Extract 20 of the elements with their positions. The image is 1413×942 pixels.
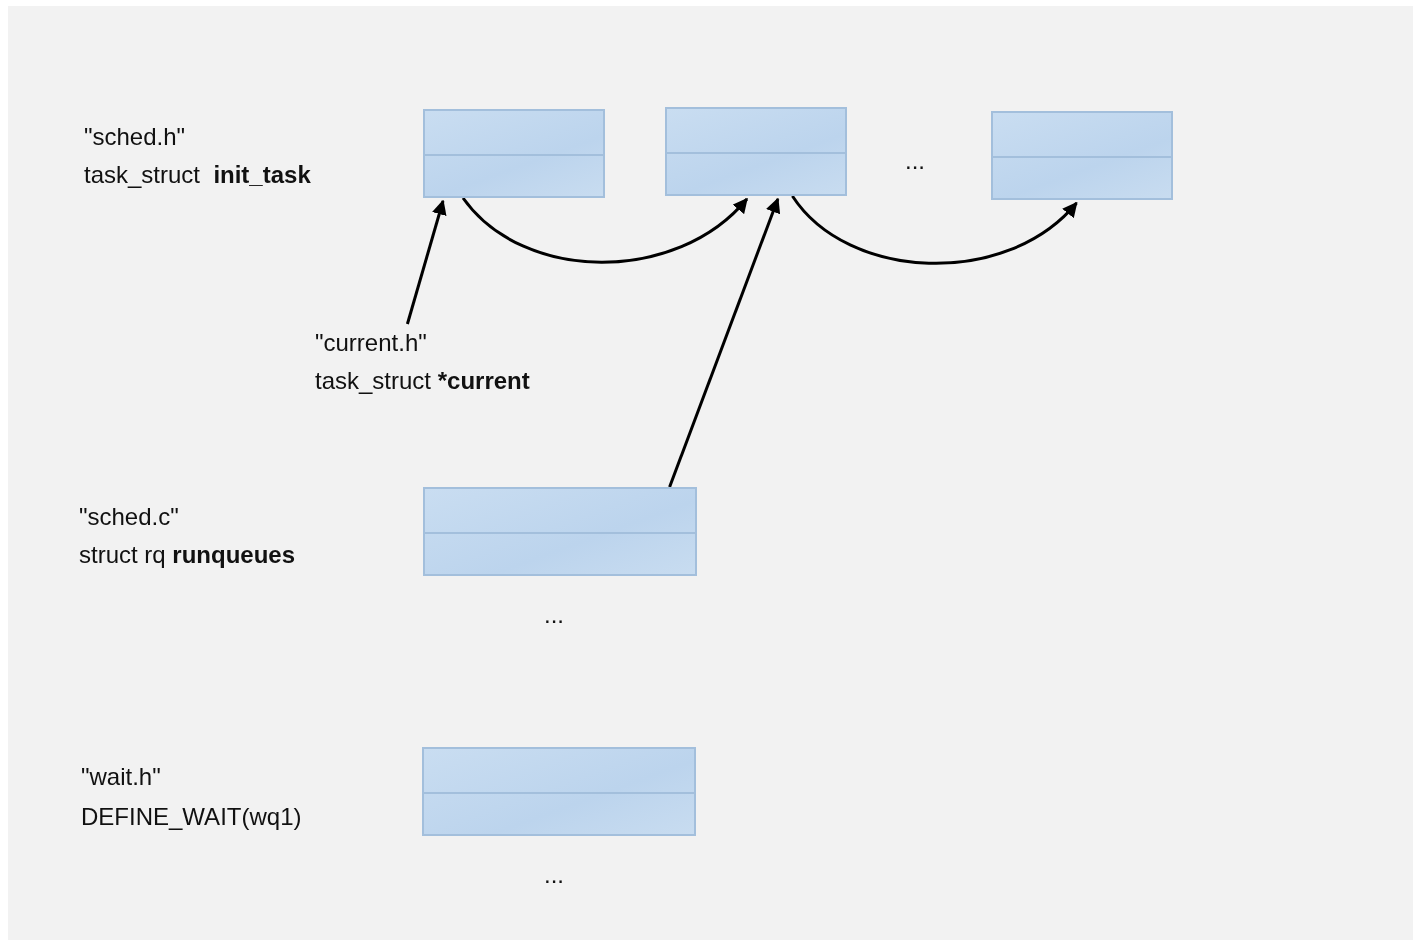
- struct-box: [665, 107, 847, 196]
- code-label: "wait.h": [81, 762, 161, 792]
- struct-box: [423, 487, 697, 576]
- arrow: [461, 197, 748, 264]
- code-label: "sched.h": [84, 122, 186, 152]
- struct-box: [991, 111, 1173, 200]
- code-label: DEFINE_WAIT(wq1): [81, 802, 302, 832]
- code-label: ...: [544, 860, 564, 890]
- struct-box: [423, 109, 605, 198]
- code-label: ...: [544, 600, 564, 630]
- code-label: "sched.c": [79, 502, 179, 532]
- arrow: [668, 197, 781, 488]
- code-label: ...: [905, 146, 925, 176]
- code-label: struct rq runqueues: [79, 540, 296, 570]
- code-label: task_struct init_task: [84, 160, 311, 190]
- code-text: task_struct *current: [315, 366, 531, 396]
- code-text: "current.h": [315, 328, 428, 358]
- arrow: [791, 195, 1078, 265]
- arrow: [405, 199, 447, 325]
- struct-box: [422, 747, 696, 836]
